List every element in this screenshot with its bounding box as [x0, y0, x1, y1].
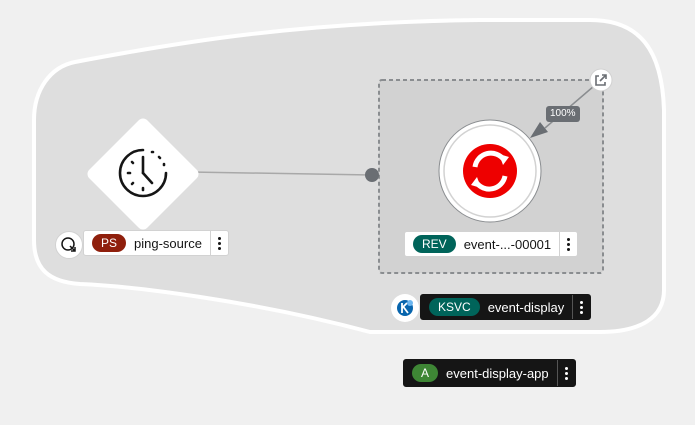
rev-badge: REV: [413, 235, 456, 253]
traffic-percentage: 100%: [546, 106, 580, 122]
revision-name: event-...-00001: [463, 236, 552, 252]
external-link-icon: [595, 74, 607, 86]
ksvc-label[interactable]: KSVC event-display: [420, 294, 592, 320]
ping-source-status[interactable]: [55, 231, 83, 259]
refresh-icon: [61, 237, 76, 252]
knative-icon: [397, 300, 413, 316]
ps-badge: PS: [92, 234, 127, 252]
ksvc-name: event-display: [487, 299, 565, 315]
ping-source-label[interactable]: PS ping-source: [83, 230, 229, 256]
application-name: event-display-app: [446, 365, 549, 381]
revision-node-ring: [443, 124, 537, 218]
event-source-connector[interactable]: [189, 171, 373, 176]
ping-source-name: ping-source: [134, 235, 202, 251]
logo-arrow-b: [471, 177, 481, 188]
revision-label[interactable]: REV event-...-00001: [404, 231, 579, 257]
revision-kebab[interactable]: [559, 232, 577, 256]
ksvc-kebab[interactable]: [572, 295, 590, 319]
ksvc-type-icon: [391, 294, 419, 322]
revision-node-outer-ring: [438, 119, 542, 223]
traffic-arrowhead: [530, 122, 548, 138]
application-label[interactable]: A event-display-app: [403, 359, 576, 387]
connector-handle[interactable]: [365, 168, 379, 182]
app-badge: A: [412, 364, 439, 382]
clock-icon: [118, 148, 168, 198]
ksvc-badge: KSVC: [429, 298, 480, 316]
ping-source-kebab[interactable]: [209, 231, 228, 255]
logo-arrow-a: [499, 154, 509, 165]
application-kebab[interactable]: [556, 360, 575, 386]
